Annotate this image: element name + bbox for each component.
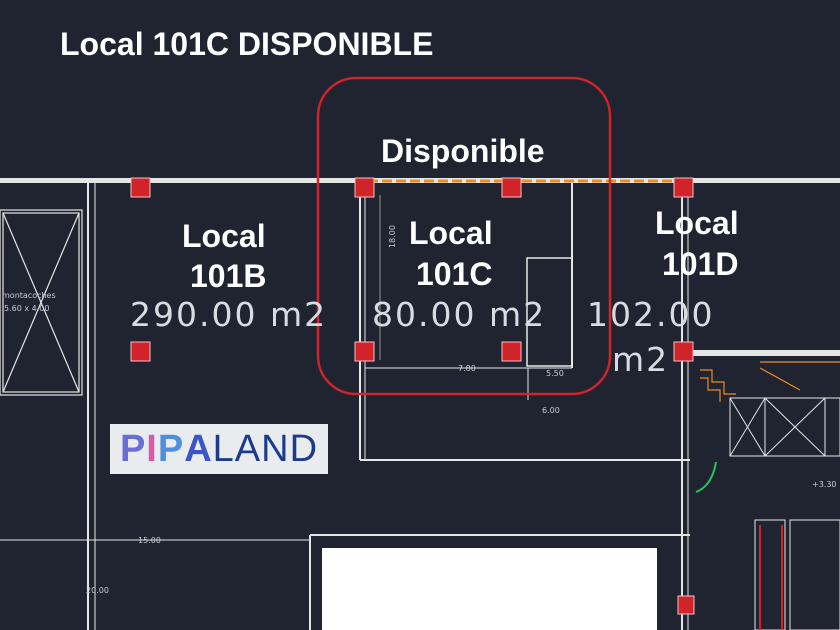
white-block bbox=[322, 548, 657, 630]
logo-letter-p: P bbox=[119, 427, 147, 470]
unit-101d-code: 101D bbox=[662, 246, 739, 282]
logo-rest: LAND bbox=[212, 427, 319, 470]
logo-letter-i: I bbox=[146, 427, 158, 470]
columns bbox=[130, 177, 695, 615]
dim-18: 18.00 bbox=[387, 225, 397, 248]
logo-letter-a: A bbox=[184, 427, 213, 470]
montacoches-dim: 5.60 x 4.00 bbox=[4, 304, 50, 313]
dim-20-00: 20.00 bbox=[86, 586, 109, 595]
logo-letter-p2: P bbox=[157, 427, 185, 470]
dim-15-00: 15.00 bbox=[138, 536, 161, 545]
montacoches-box bbox=[0, 209, 83, 396]
page-title: Local 101C DISPONIBLE bbox=[60, 26, 434, 62]
unit-101d-area-unit: m2 bbox=[612, 340, 670, 379]
stair-block bbox=[729, 397, 840, 630]
dim-6-00: 6.00 bbox=[542, 406, 560, 415]
montacoches-label: montacoches bbox=[2, 291, 56, 300]
unit-101c-code: 101C bbox=[416, 256, 493, 292]
level-mark: +3.30 bbox=[812, 480, 837, 489]
unit-101b-code: 101B bbox=[190, 258, 267, 294]
highlight-frame bbox=[316, 76, 612, 396]
unit-101b-area: 290.00 m2 bbox=[130, 295, 328, 334]
unit-101c-word: Local bbox=[409, 215, 493, 251]
dim-5-50: 5.50 bbox=[546, 369, 564, 378]
unit-101b-word: Local bbox=[182, 218, 266, 254]
unit-101d-word: Local bbox=[655, 205, 739, 241]
stair-rails bbox=[759, 525, 783, 630]
unit-101d-area: 102.00 bbox=[587, 295, 715, 334]
door-swing bbox=[695, 461, 717, 493]
stair-treads bbox=[700, 361, 840, 402]
unit-101c-area: 80.00 m2 bbox=[372, 295, 547, 334]
highlight-label: Disponible bbox=[381, 133, 545, 169]
dim-7-80: 7.80 bbox=[458, 364, 476, 373]
